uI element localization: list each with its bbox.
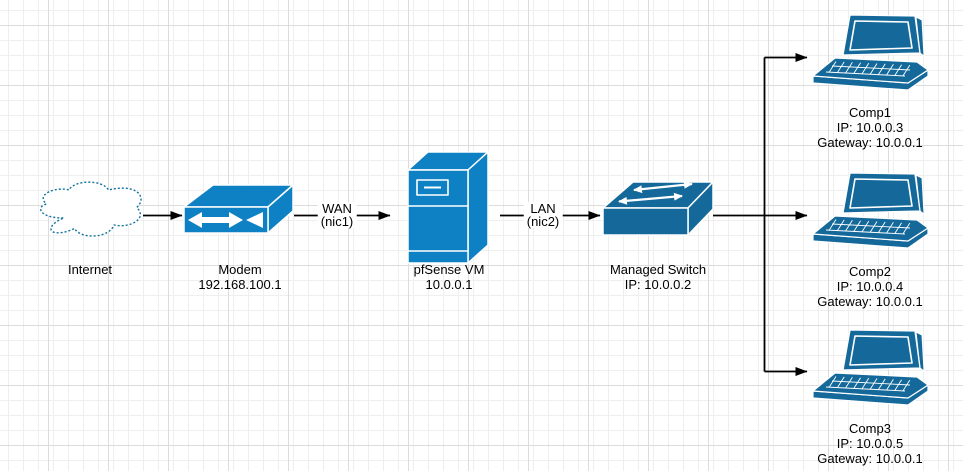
comp3-label: Comp3 IP: 10.0.0.5 Gateway: 10.0.0.1: [817, 421, 923, 466]
internet-label-name: Internet: [67, 262, 113, 277]
comp3-label-gateway: Gateway: 10.0.0.1: [817, 451, 923, 466]
lan-edge-label: LAN (nic2): [523, 201, 563, 229]
comp1-label-gateway: Gateway: 10.0.0.1: [817, 135, 923, 150]
comp3-laptop-icon: [812, 329, 929, 406]
switch-label-ip: IP: 10.0.0.2: [624, 277, 692, 292]
modem-label-name: Modem: [218, 262, 262, 277]
lan-edge-label-nic: (nic2): [526, 214, 560, 229]
comp2-label: Comp2 IP: 10.0.0.4 Gateway: 10.0.0.1: [817, 264, 923, 309]
comp1-label: Comp1 IP: 10.0.0.3 Gateway: 10.0.0.1: [817, 105, 923, 150]
pfsense-label-ip: 10.0.0.1: [425, 277, 473, 292]
switch-label: Managed Switch IP: 10.0.0.2: [610, 262, 706, 292]
comp2-label-gateway: Gateway: 10.0.0.1: [817, 294, 923, 309]
switch-label-name: Managed Switch: [609, 262, 707, 277]
comp3-label-name: Comp3: [849, 421, 891, 436]
wan-edge-label-name: WAN: [322, 201, 352, 216]
comp1-label-ip: IP: 10.0.0.3: [836, 120, 904, 135]
pfsense-label: pfSense VM 10.0.0.1: [414, 262, 485, 292]
comp2-laptop-icon: [812, 172, 929, 249]
pfsense-label-name: pfSense VM: [413, 262, 485, 277]
comp1-laptop-icon: [812, 14, 929, 91]
comp3-label-ip: IP: 10.0.0.5: [836, 436, 904, 451]
modem-icon: [183, 184, 294, 234]
wan-edge-label: WAN (nic1): [317, 201, 357, 229]
internet-label: Internet: [68, 262, 112, 277]
server-tower-icon: [407, 151, 489, 264]
comp1-label-name: Comp1: [849, 105, 891, 120]
wan-edge-label-nic: (nic1): [320, 214, 354, 229]
lan-edge-label-name: LAN: [530, 201, 556, 216]
managed-switch-icon: [602, 180, 714, 236]
comp2-label-ip: IP: 10.0.0.4: [836, 279, 904, 294]
cloud-icon: [40, 181, 142, 237]
modem-label: Modem 192.168.100.1: [198, 262, 281, 292]
modem-label-ip: 192.168.100.1: [198, 277, 282, 292]
comp2-label-name: Comp2: [849, 264, 891, 279]
